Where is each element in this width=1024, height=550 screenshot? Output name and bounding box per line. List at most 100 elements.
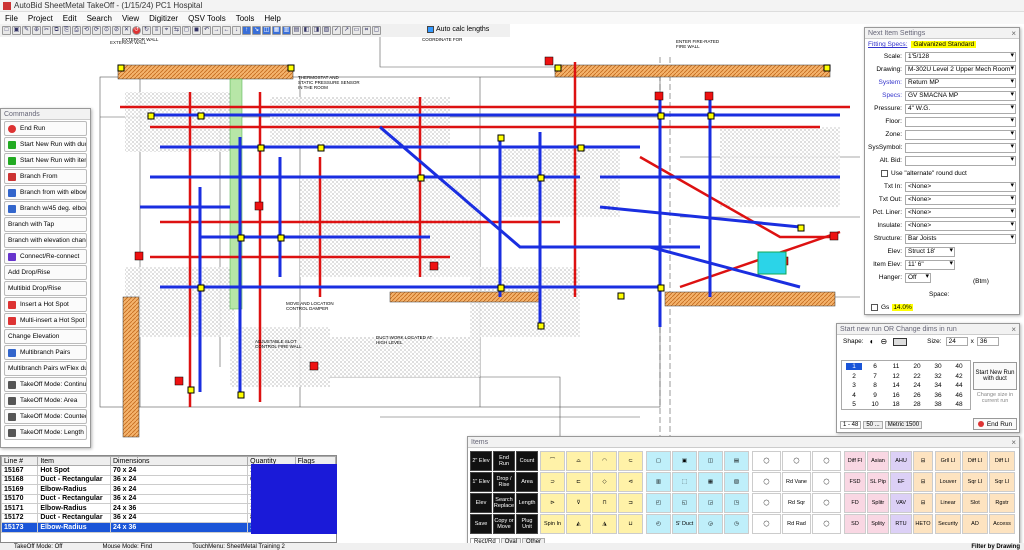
rect-fitting-icon[interactable]: ◇ [592,472,617,492]
toolbar-tool-19-icon[interactable]: ◼ [192,26,201,35]
diffuser-button[interactable]: Linear [935,493,961,513]
toolbar-tool-28-icon[interactable]: ▥ [282,26,291,35]
diffuser-button[interactable]: Sqr LI [962,472,988,492]
equipment-icon[interactable]: ⊟ [913,493,933,513]
toolbar-tool-21-icon[interactable]: → [212,26,221,35]
round-fitting-icon[interactable]: ◲ [698,493,723,513]
cmd-takeoff-mode-counted-button[interactable]: TakeOff Mode: Counted [4,409,87,424]
menu-digitizer[interactable]: Digitizer [149,13,179,23]
toolbar-tool-29-icon[interactable]: ▤ [292,26,301,35]
round-fitting-icon[interactable]: ◴ [646,514,671,534]
rect-fitting-icon[interactable]: ⊽ [566,493,591,513]
cmd-branch-from-button[interactable]: Branch From [4,169,87,184]
round-fitting-icon[interactable]: ◶ [698,514,723,534]
item-command-button[interactable]: 2" Elev [470,451,492,471]
equipment-button[interactable]: SD [844,514,866,534]
toolbar-tool-23-icon[interactable]: ↓ [232,26,241,35]
equipment-button[interactable]: Splity [867,514,889,534]
field-value-dropdown[interactable] [905,116,1016,127]
size-option[interactable]: 22 [913,372,921,380]
round-fitting-icon[interactable]: ▢ [646,451,671,471]
cmd-takeoff-mode-continuous-button[interactable]: TakeOff Mode: Continuous [4,377,87,392]
alt-round-checkbox[interactable] [881,170,888,177]
cmd-start-new-run-with-duct-button[interactable]: Start New Run with duct [4,137,87,152]
toolbar-tool-36-icon[interactable]: ⌗ [362,26,371,35]
diffuser-button[interactable]: Sqr LI [989,472,1015,492]
size-option[interactable]: 9 [873,391,877,399]
field-value-dropdown[interactable]: 11' 6" [905,259,955,270]
diffuser-button[interactable]: AD [962,514,988,534]
toolbar-tool-16-icon[interactable]: ⌖ [162,26,171,35]
rect-fitting-icon[interactable]: ⊂ [618,451,643,471]
toolbar-tool-18-icon[interactable]: ◻ [182,26,191,35]
menu-project[interactable]: Project [27,13,53,23]
field-value-dropdown[interactable] [905,129,1016,140]
field-value-dropdown[interactable]: <None> [905,220,1016,231]
round-fitting-icon[interactable]: Rd Vane [782,472,811,492]
menu-tools[interactable]: Tools [235,13,255,23]
size-option[interactable]: 32 [934,372,942,380]
size-height-field[interactable]: 36 [976,337,999,346]
field-value-dropdown[interactable]: 1'5/128 [905,51,1016,62]
toolbar-tool-37-icon[interactable]: ▢ [372,26,381,35]
cmd-add-drop-rise-button[interactable]: Add Drop/Rise [4,265,87,280]
cmd-change-elevation-button[interactable]: Change Elevation [4,329,87,344]
item-command-button[interactable]: Copy or Move [493,514,515,534]
size-option[interactable]: 44 [955,382,963,389]
size-option[interactable]: 20 [913,363,921,370]
fitting-specs-value[interactable]: Galvanized Standard [911,41,977,48]
field-value-dropdown[interactable]: <None> [905,207,1016,218]
diffuser-button[interactable]: Diff LI [989,451,1015,471]
field-value-dropdown[interactable]: 4" W.G. [905,103,1016,114]
cmd-takeoff-mode-length-button[interactable]: TakeOff Mode: Length [4,425,87,440]
equipment-button[interactable]: AHU [890,451,912,471]
toolbar-tool-31-icon[interactable]: ◨ [312,26,321,35]
rect-fitting-icon[interactable]: ⊏ [566,472,591,492]
close-icon[interactable]: × [1011,29,1016,38]
round-fitting-icon[interactable]: ◯ [752,514,781,534]
toolbar-tool-30-icon[interactable]: ◧ [302,26,311,35]
size-option[interactable]: 40 [955,363,963,370]
col-header[interactable]: Item [37,456,111,466]
tab-1-48[interactable]: 1 - 48 [840,421,862,429]
round-fitting-icon[interactable]: ▤ [724,451,749,471]
close-icon[interactable]: × [1011,325,1016,334]
toolbar-tool-8-icon[interactable]: ⟲ [82,26,91,35]
diffuser-button[interactable]: Security [935,514,961,534]
toolbar-tool-11-icon[interactable]: ⊘ [112,26,121,35]
size-option[interactable]: 1 [846,363,862,370]
shape-rect-icon[interactable] [893,337,908,346]
cmd-takeoff-mode-area-button[interactable]: TakeOff Mode: Area [4,393,87,408]
size-option[interactable]: 34 [934,382,942,389]
field-value-dropdown[interactable] [905,142,1016,153]
field-value-dropdown[interactable] [905,155,1016,166]
rect-fitting-icon[interactable]: ◭ [566,514,591,534]
equipment-button[interactable]: FSD [844,472,866,492]
drawing-canvas[interactable]: EXTERIOR WALL EXTERIOR WALL COORDINATE F… [0,37,864,455]
auto-calc-toggle[interactable]: Auto calc lengths [427,26,489,33]
cmd-insert-a-hot-spot-button[interactable]: Insert a Hot Spot [4,297,87,312]
size-option[interactable]: 18 [892,401,900,408]
menu-help[interactable]: Help [264,13,281,23]
round-fitting-icon[interactable]: ◯ [752,472,781,492]
cmd-branch-from-with-elbow-button[interactable]: Branch from with elbow [4,185,87,200]
toolbar-tool-4-icon[interactable]: ✂ [42,26,51,35]
toolbar-tool-26-icon[interactable]: ◫ [262,26,271,35]
equipment-button[interactable]: VAV [890,493,912,513]
start-new-run-button[interactable]: Start New Run with duct [973,362,1017,390]
toolbar-tool-9-icon[interactable]: ⟳ [92,26,101,35]
toolbar-tool-13-icon[interactable]: ↺ [132,26,141,35]
diffuser-button[interactable]: Louver [935,472,961,492]
size-option[interactable]: 14 [892,382,900,389]
cmd-end-run-button[interactable]: End Run [4,121,87,136]
diffuser-button[interactable]: Diff LI [962,451,988,471]
size-option[interactable]: 38 [934,401,942,408]
size-option[interactable]: 6 [873,363,877,370]
item-command-button[interactable]: Length [516,493,538,513]
round-fitting-icon[interactable]: ▥ [646,472,671,492]
diffuser-button[interactable]: Access [989,514,1015,534]
col-header[interactable]: Dimensions [109,456,249,466]
rect-fitting-icon[interactable]: ⌓ [566,451,591,471]
size-option[interactable]: 26 [913,391,921,399]
diffuser-button[interactable]: Grll LI [935,451,961,471]
